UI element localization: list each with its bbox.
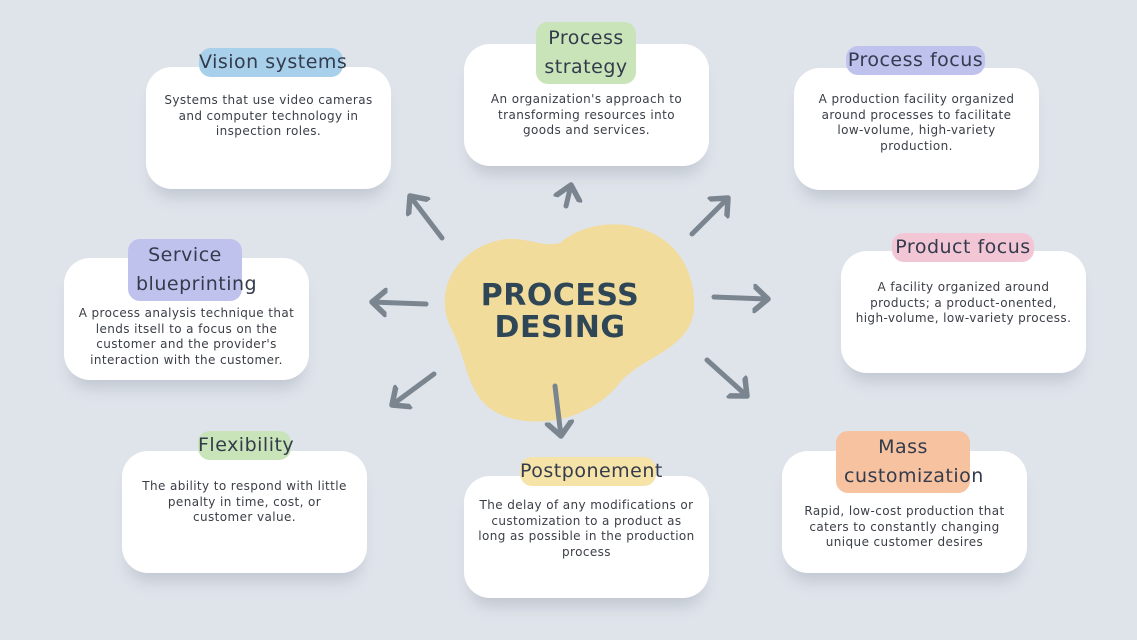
node-card-flexibility: The ability to respond with little penal… xyxy=(122,451,367,573)
central-topic-line1: PROCESS xyxy=(480,278,640,313)
node-title-line1: Process xyxy=(548,27,624,49)
arrow-to-postponement xyxy=(555,383,561,436)
node-description: Rapid, low-cost production that caters t… xyxy=(804,504,1005,549)
node-title-flexibility: Flexibility xyxy=(198,431,294,460)
node-title-process-strategy: Process strategy xyxy=(536,22,636,84)
node-title-line2: strategy xyxy=(544,56,628,78)
node-title-vision-systems: Vision systems xyxy=(199,48,347,77)
node-title-line1: Mass xyxy=(878,436,928,458)
node-description: The ability to respond with little penal… xyxy=(142,479,347,524)
node-title-postponement: Postponement xyxy=(520,457,662,486)
arrow-to-product-focus xyxy=(711,297,768,299)
node-card-postponement: The delay of any modifications or custom… xyxy=(464,476,709,598)
node-card-process-focus: A production facility organized around p… xyxy=(794,68,1039,190)
node-title-line2: customization xyxy=(844,465,984,487)
arrow-to-flexibility xyxy=(392,371,437,405)
node-description: Systems that use video cameras and compu… xyxy=(164,93,373,138)
arrow-to-process-focus xyxy=(689,198,728,237)
node-title-mass-customization: Mass customization xyxy=(836,431,984,493)
arrow-to-mass-customization xyxy=(704,357,747,396)
central-topic-line2: DESING xyxy=(494,310,626,345)
node-card-product-focus: A facility organized around products; a … xyxy=(841,251,1086,373)
node-title-service-blueprinting: Service blueprinting xyxy=(128,239,258,301)
node-title-product-focus: Product focus xyxy=(892,233,1034,262)
arrow-to-vision-systems xyxy=(410,196,445,241)
node-title-process-focus: Process focus xyxy=(846,46,985,75)
node-description: The delay of any modifications or custom… xyxy=(478,498,695,559)
node-description: A facility organized around products; a … xyxy=(855,280,1072,325)
node-description: An organization's approach to transformi… xyxy=(490,92,683,137)
node-title-line2: blueprinting xyxy=(136,273,258,295)
node-title-line1: Service xyxy=(148,244,222,266)
node-description: A process analysis technique that lends … xyxy=(78,306,295,367)
node-card-process-strategy: An organization's approach to transformi… xyxy=(464,44,709,166)
arrow-to-process-strategy xyxy=(566,185,571,209)
node-card-vision-systems: Systems that use video cameras and compu… xyxy=(146,67,391,189)
arrow-to-service-blueprinting xyxy=(372,302,429,304)
central-topic: PROCESS DESING xyxy=(470,280,650,344)
node-description: A production facility organized around p… xyxy=(818,92,1015,153)
node-card-service-blueprinting: A process analysis technique that lends … xyxy=(64,258,309,380)
center-blob xyxy=(444,224,695,422)
